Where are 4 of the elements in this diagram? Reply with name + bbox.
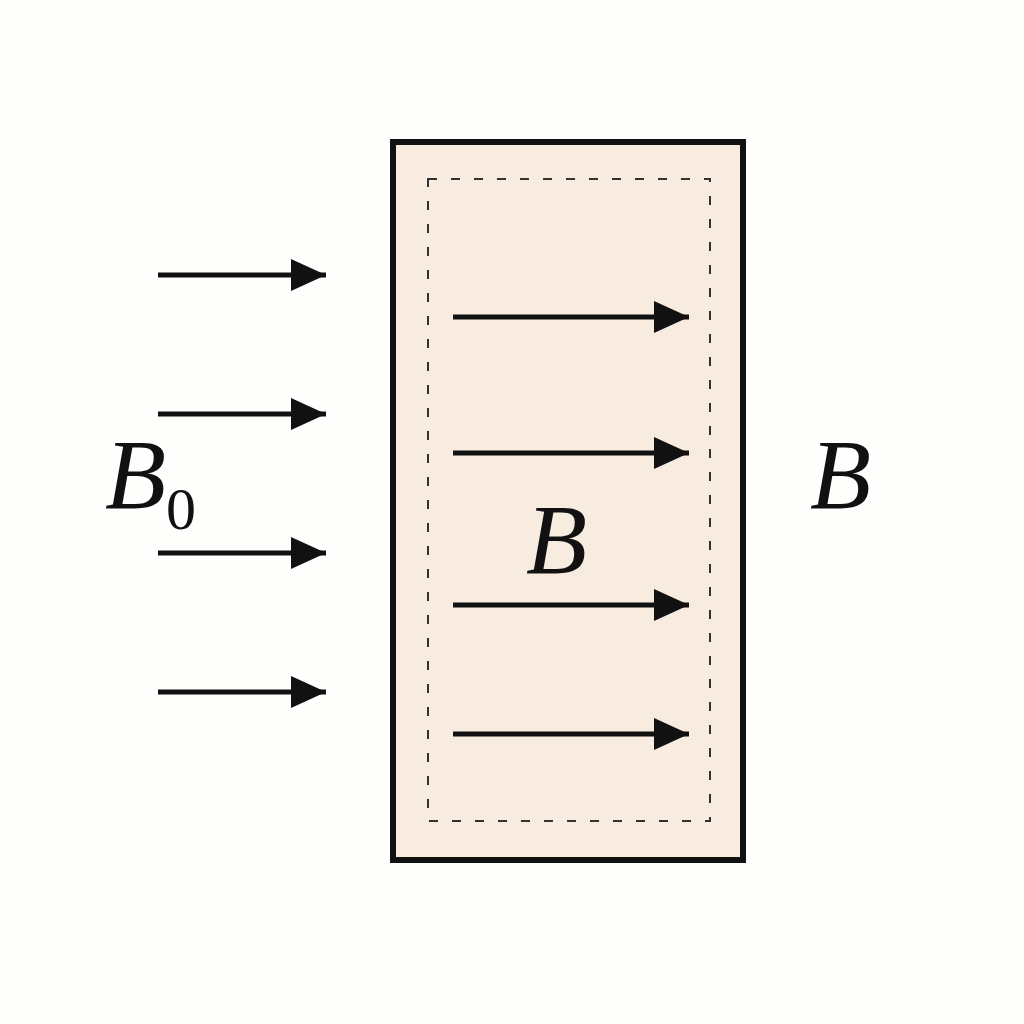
field-symbol: B [526,490,588,590]
slab-box [390,139,746,863]
field-symbol: B$_{0}$ [105,425,197,539]
field-symbol: B [810,425,872,525]
